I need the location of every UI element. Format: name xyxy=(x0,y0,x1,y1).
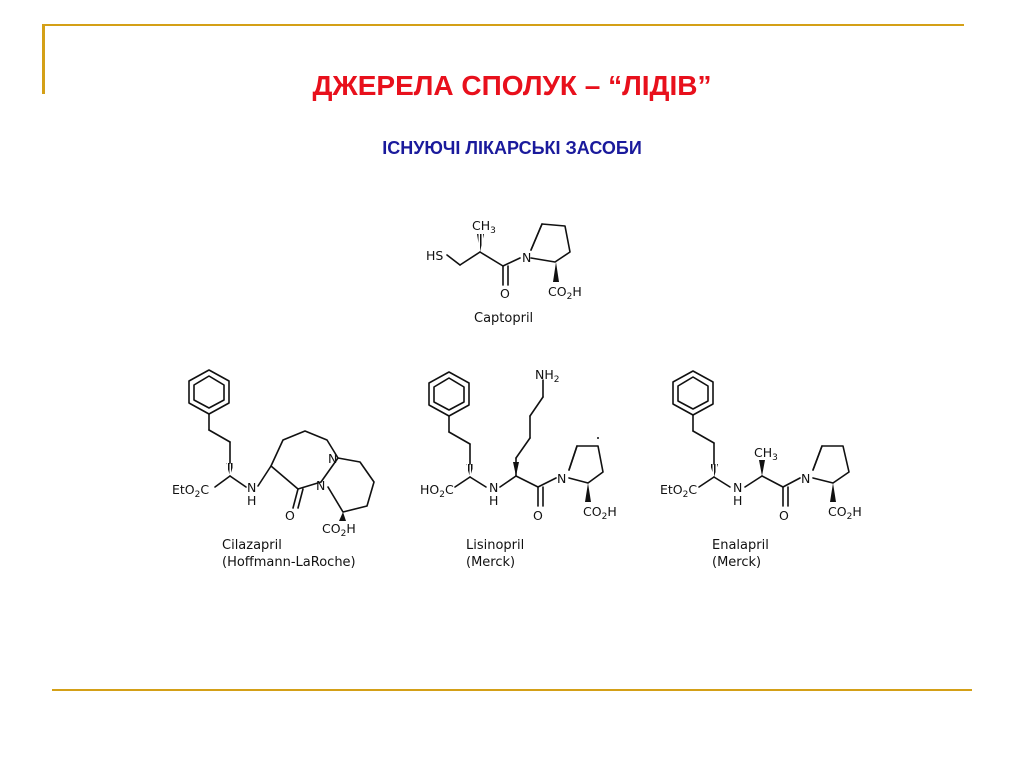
enalapril-h-label: H xyxy=(733,493,742,508)
captopril-structure xyxy=(446,223,571,286)
cilazapril-n2-label: N xyxy=(316,478,325,493)
enalapril-o-label: O xyxy=(779,508,789,523)
lisinopril-h-label: H xyxy=(489,493,498,508)
captopril-n-label: N xyxy=(522,250,531,265)
lisinopril-structure xyxy=(428,371,604,507)
frame-left-rule xyxy=(42,24,45,94)
lisinopril-co2h-label: CO2H xyxy=(583,504,617,522)
lisinopril-o-label: O xyxy=(533,508,543,523)
cilazapril-o-label: O xyxy=(285,508,295,523)
enalapril-maker: (Merck) xyxy=(712,555,761,570)
captopril-hs-label: HS xyxy=(426,248,443,263)
cilazapril-name: Cilazapril xyxy=(222,538,282,553)
enalapril-ch3-label: CH3 xyxy=(754,445,778,463)
lisinopril-dot xyxy=(597,437,599,439)
lisinopril-maker: (Merck) xyxy=(466,555,515,570)
enalapril-eto2c-label: EtO2C xyxy=(660,482,697,500)
enalapril-structure xyxy=(672,370,850,507)
enalapril-co2h-label: CO2H xyxy=(828,504,862,522)
lisinopril-ring-n-label: N xyxy=(557,471,566,486)
lisinopril-n-label: N xyxy=(489,480,498,495)
lisinopril-hash xyxy=(466,464,474,477)
enalapril-name: Enalapril xyxy=(712,538,769,553)
cilazapril-structure xyxy=(188,369,375,513)
cilazapril-n1-label: N xyxy=(328,451,337,466)
captopril-o-label: O xyxy=(500,286,510,301)
cilazapril-n-label: N xyxy=(247,480,256,495)
enalapril-hash xyxy=(710,464,718,477)
captopril-wedge xyxy=(553,262,559,282)
lisinopril-name: Lisinopril xyxy=(466,538,524,553)
lisinopril-nh2-label: NH2 xyxy=(535,367,559,385)
captopril-co2h-label: CO2H xyxy=(548,284,582,302)
cilazapril-hash xyxy=(226,463,234,476)
slide-subtitle: ІСНУЮЧІ ЛІКАРСЬКІ ЗАСОБИ xyxy=(382,138,642,158)
enalapril-wedge-b xyxy=(830,483,836,502)
cilazapril-eto2c-label: EtO2C xyxy=(172,482,209,500)
cilazapril-maker: (Hoffmann-LaRoche) xyxy=(222,555,356,570)
frame-top-rule xyxy=(42,24,964,26)
lisinopril-ho2c-label: HO2C xyxy=(420,482,454,500)
enalapril-ring-n-label: N xyxy=(801,471,810,486)
captopril-ch3-label: CH3 xyxy=(472,218,496,236)
cilazapril-wedge xyxy=(339,512,346,521)
frame-bottom-rule xyxy=(52,689,972,691)
cilazapril-h-label: H xyxy=(247,493,256,508)
lisinopril-wedge-b xyxy=(585,483,591,502)
captopril-name: Captopril xyxy=(474,311,533,326)
enalapril-wedge-a xyxy=(759,460,765,476)
enalapril-n-label: N xyxy=(733,480,742,495)
cilazapril-co2h-label: CO2H xyxy=(322,521,356,539)
slide-title: ДЖЕРЕЛА СПОЛУК – “ЛІДІВ” xyxy=(312,70,712,101)
lisinopril-wedge-a xyxy=(513,462,519,476)
captopril-hash xyxy=(477,234,484,252)
